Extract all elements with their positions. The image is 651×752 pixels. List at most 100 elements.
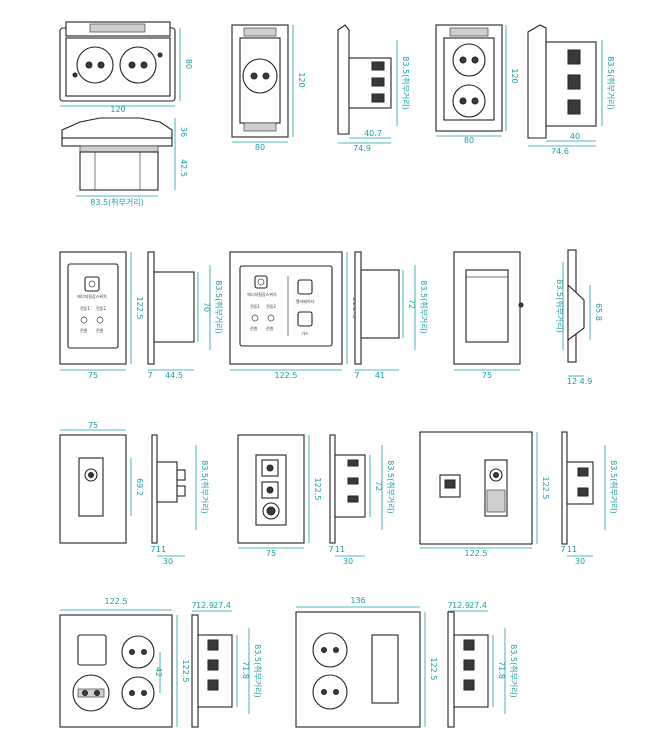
svg-text:44.5: 44.5 [165, 371, 183, 380]
dim-b1-width: 75 [60, 369, 126, 380]
svg-text:12: 12 [567, 377, 577, 386]
svg-text:전원: 전원 [96, 327, 104, 333]
svg-text:83.5(취부거리): 83.5(취부거리) [214, 280, 223, 334]
svg-text:7: 7 [447, 601, 452, 610]
svg-text:엘리베이터: 엘리베이터 [296, 298, 315, 304]
svg-text:11: 11 [335, 545, 345, 554]
svg-text:74.6: 74.6 [551, 147, 569, 156]
svg-text:11: 11 [567, 545, 577, 554]
svg-text:83.5(취부거리): 83.5(취부거리) [253, 644, 262, 698]
svg-text:65.8: 65.8 [594, 303, 603, 321]
dim-b3-width: 75 [454, 369, 520, 380]
svg-text:27.4: 27.4 [213, 601, 231, 610]
svg-text:40.7: 40.7 [364, 129, 382, 138]
svg-text:7: 7 [560, 545, 565, 554]
svg-text:122.5: 122.5 [465, 549, 488, 558]
socket-combo-a-side [191, 614, 233, 728]
svg-text:80: 80 [255, 143, 265, 152]
svg-text:36: 36 [179, 127, 188, 137]
svg-text:72: 72 [374, 481, 383, 491]
dim-d2-side-depth: 40.7 74.9 [338, 129, 391, 153]
svg-text:120: 120 [110, 105, 125, 114]
svg-text:83.5(취부거리): 83.5(취부거리) [90, 198, 144, 207]
svg-text:전등1: 전등1 [80, 305, 90, 311]
svg-text:에너지절감스위치: 에너지절감스위치 [77, 293, 107, 299]
dim-e1-gap: 42 [154, 652, 163, 693]
socket-combo-b-front [295, 611, 421, 728]
dim-d3-width: 80 [436, 135, 502, 145]
svg-text:12.9: 12.9 [196, 601, 214, 610]
svg-text:122.5: 122.5 [275, 371, 298, 380]
socket-combo-a-front [59, 614, 173, 728]
svg-text:83.5(취부거리): 83.5(취부거리) [386, 460, 395, 514]
svg-text:42.5: 42.5 [179, 159, 188, 177]
dim-d3-side-depth: 40 74.6 [528, 132, 596, 156]
svg-text:7: 7 [328, 545, 333, 554]
svg-text:69.2: 69.2 [135, 478, 144, 496]
dim-c1-width: 75 [60, 421, 126, 431]
media-outlet-vertical-side [329, 434, 366, 544]
dim-b2-side: 72 83.5(취부거리) 7 41 [354, 265, 428, 380]
svg-text:30: 30 [575, 557, 585, 566]
dim-c2-width: 75 [238, 547, 304, 558]
data-outlet-wide-side [561, 431, 594, 545]
svg-text:136: 136 [350, 596, 365, 605]
svg-text:7: 7 [354, 371, 359, 380]
dim-b3-side: 83.5(취부거리) 65.8 12 4.9 [555, 262, 603, 386]
svg-text:71.8: 71.8 [241, 661, 250, 679]
svg-text:75: 75 [88, 421, 98, 430]
svg-text:122.5: 122.5 [313, 478, 322, 501]
svg-text:120: 120 [510, 68, 519, 83]
dim-d1-height: 80 [179, 28, 193, 101]
dim-b1-side: 70 83.5(취부거리) 7 44.5 [147, 265, 223, 380]
dim-c1-side: 83.5(취부거리) 7 11 30 [150, 445, 209, 566]
blank-plate-front [453, 251, 524, 365]
dim-e1-width: 122.5 [60, 597, 172, 611]
svg-text:75: 75 [482, 371, 492, 380]
dim-d2-height: 120 [292, 25, 306, 137]
switch-panel-wide-side [354, 251, 400, 365]
dim-c3-height: 122.5 [536, 432, 550, 544]
dim-c1-height: 69.2 [130, 458, 144, 516]
dim-e2-width: 136 [296, 596, 420, 608]
vertical-double-socket-front [435, 24, 503, 132]
dim-d2-width: 80 [232, 141, 288, 152]
svg-text:전원: 전원 [80, 327, 88, 333]
svg-text:80: 80 [184, 59, 193, 69]
socket-combo-b-side [447, 611, 489, 728]
svg-text:전등2: 전등2 [96, 305, 106, 311]
dim-e2-height: 122.5 [424, 612, 438, 727]
svg-text:전원: 전원 [266, 325, 274, 331]
dim-c3-width: 122.5 [420, 547, 532, 558]
svg-text:80: 80 [464, 136, 474, 145]
svg-text:122.5: 122.5 [429, 658, 438, 681]
svg-text:83.5(취부거리): 83.5(취부거리) [509, 644, 518, 698]
svg-text:4.9: 4.9 [580, 377, 593, 386]
svg-text:7: 7 [150, 545, 155, 554]
blank-plate-side [567, 249, 585, 363]
data-outlet-wide-front [419, 431, 533, 545]
dim-b2-width: 122.5 [230, 369, 342, 380]
svg-text:83.5(취부거리): 83.5(취부거리) [419, 280, 428, 334]
svg-text:75: 75 [266, 549, 276, 558]
dim-c2-height: 122.5 [308, 435, 322, 543]
svg-text:7: 7 [191, 601, 196, 610]
media-outlet-vertical-front [237, 434, 305, 544]
dim-d3-side-center: 83.5(취부거리) [601, 40, 615, 126]
dim-d1-center: 83.5(취부거리) [76, 195, 158, 207]
dim-d2-side-center: 83.5(취부거리) [396, 40, 410, 126]
dim-c3-side: 83.5(취부거리) 7 11 30 [560, 445, 618, 566]
svg-text:전원: 전원 [250, 325, 258, 331]
svg-text:83.5(취부거리): 83.5(취부거리) [609, 460, 618, 514]
svg-text:전등1: 전등1 [250, 303, 260, 309]
svg-text:가스: 가스 [301, 330, 309, 336]
svg-text:27.4: 27.4 [469, 601, 487, 610]
vertical-double-socket-side [527, 24, 597, 139]
switch-panel-small-front: 에너지절감스위치 전등1 전등2 전원 전원 [59, 251, 127, 365]
svg-text:75: 75 [88, 371, 98, 380]
switch-panel-small-side [147, 251, 195, 365]
svg-text:122.5: 122.5 [181, 660, 190, 683]
svg-text:30: 30 [343, 557, 353, 566]
svg-text:83.5(취부거리): 83.5(취부거리) [606, 56, 615, 110]
